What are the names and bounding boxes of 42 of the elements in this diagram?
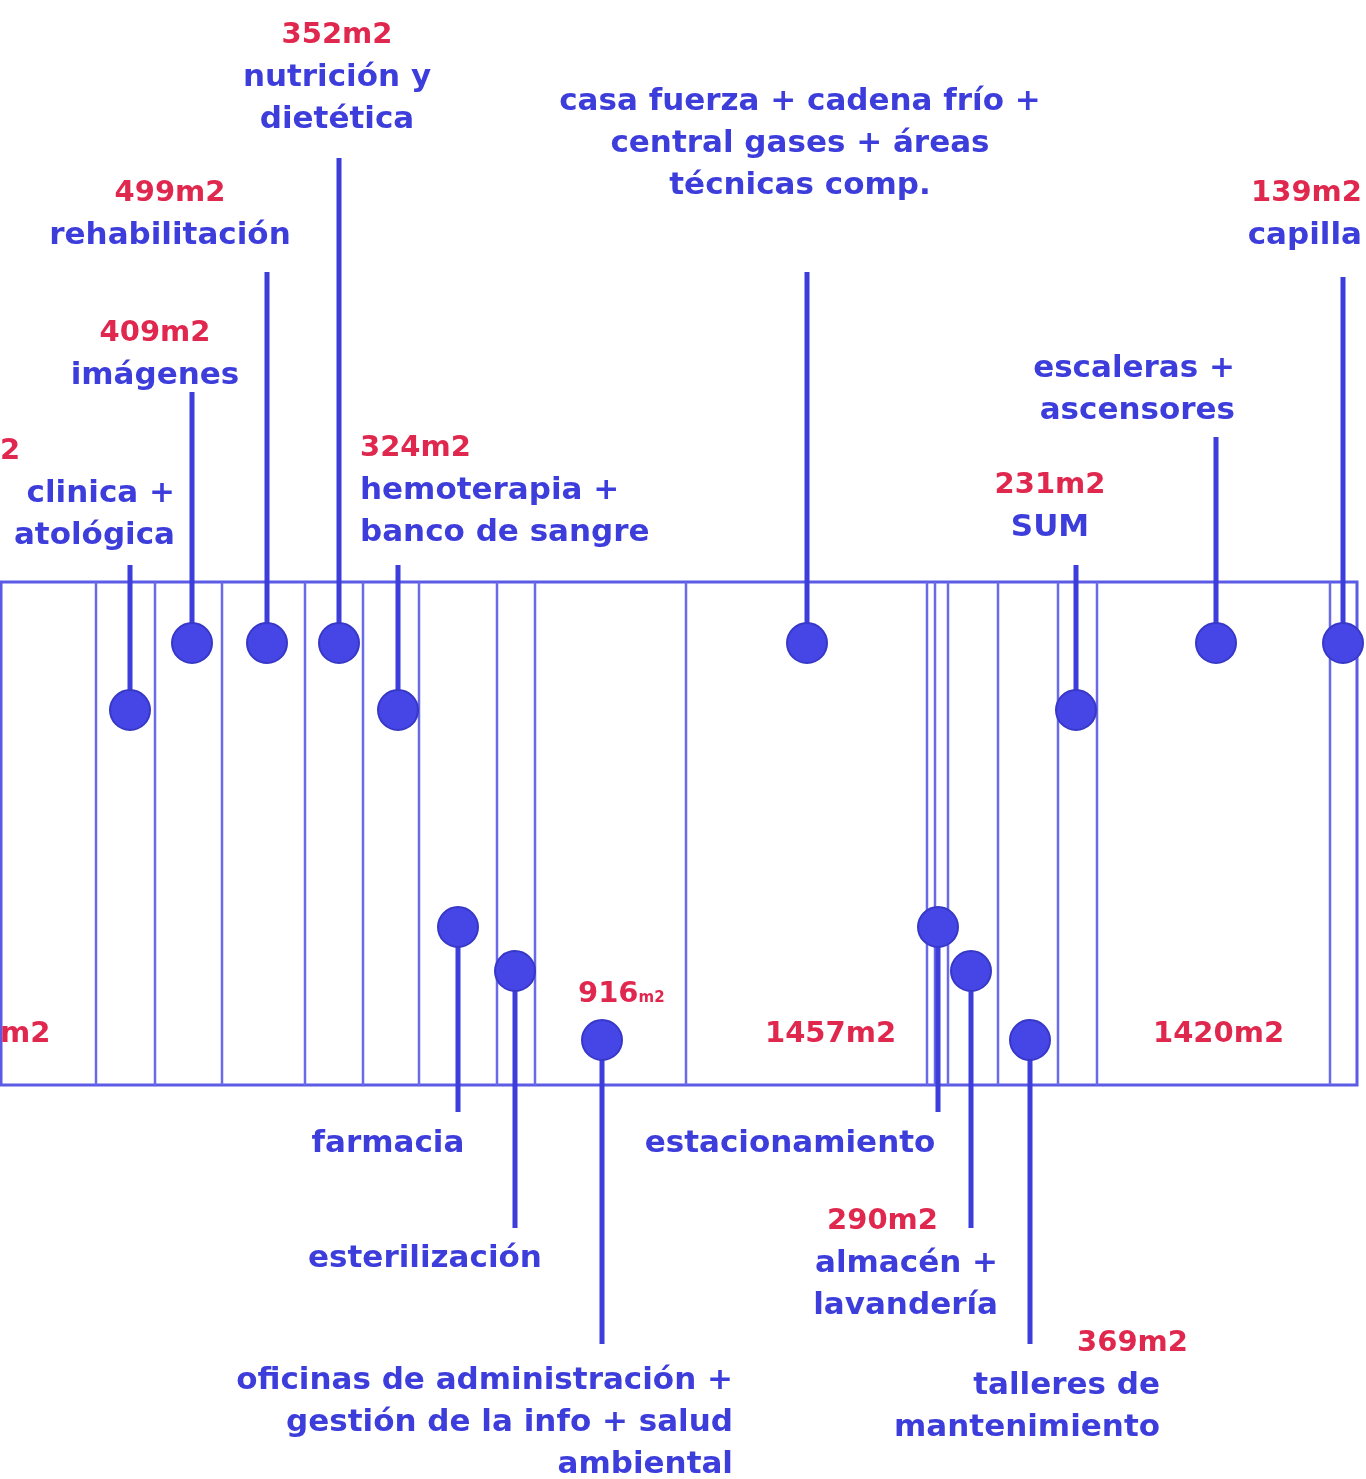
area-value: 324m2 xyxy=(360,428,472,465)
area-value: 369m2 xyxy=(1076,1323,1188,1360)
area-value: 409m2 xyxy=(98,313,212,350)
leader-line xyxy=(1195,437,1237,664)
area-value: 139m2 xyxy=(1250,173,1362,210)
leader-line xyxy=(950,950,992,1228)
room-name: clinica + atológica xyxy=(12,472,175,553)
area-label: m2 xyxy=(0,1014,51,1051)
room-name: rehabilitación xyxy=(48,214,292,253)
area-value: 499m2 xyxy=(113,173,227,210)
room-name: casa fuerza + cadena frío + central gases + áreas técnicas comp. xyxy=(558,80,1042,203)
leader-line xyxy=(1009,1019,1051,1344)
room-name: almacén + lavandería xyxy=(812,1242,998,1323)
room-name: farmacia xyxy=(310,1122,466,1161)
area-value: 290m2 xyxy=(826,1201,939,1238)
area-value: 352m2 xyxy=(280,15,394,52)
leader-line xyxy=(1322,277,1364,664)
room-name: SUM xyxy=(1009,506,1091,545)
leader-line xyxy=(246,272,288,664)
leader-line xyxy=(377,565,419,731)
leader-line xyxy=(494,950,536,1228)
room-name: escaleras + ascensores xyxy=(1032,347,1235,428)
leader-line xyxy=(109,565,151,731)
room-name: estacionamiento xyxy=(643,1122,937,1161)
leader-line xyxy=(1055,565,1097,731)
leader-line xyxy=(786,272,828,664)
leader-line xyxy=(171,392,213,664)
leader-line xyxy=(437,906,479,1112)
room-name: hemoterapia + banco de sangre xyxy=(360,469,651,550)
room-name: nutrición y dietética xyxy=(241,56,433,137)
area-label: 1420m2 xyxy=(1153,1014,1285,1051)
room-name: oficinas de administración + gestión de la info + salud ambiental xyxy=(235,1359,733,1479)
area-value: 2 xyxy=(0,431,22,468)
room-name: talleres de mantenimiento xyxy=(893,1364,1160,1445)
room-name: capilla xyxy=(1246,214,1362,253)
leader-line xyxy=(581,1019,623,1344)
leader-line xyxy=(917,906,959,1112)
area-value: 231m2 xyxy=(993,465,1107,502)
room-name: imágenes xyxy=(69,354,241,393)
area-label: 1457m2 xyxy=(765,1014,897,1051)
room-name: esterilización xyxy=(307,1237,543,1276)
leader-line xyxy=(318,158,360,664)
